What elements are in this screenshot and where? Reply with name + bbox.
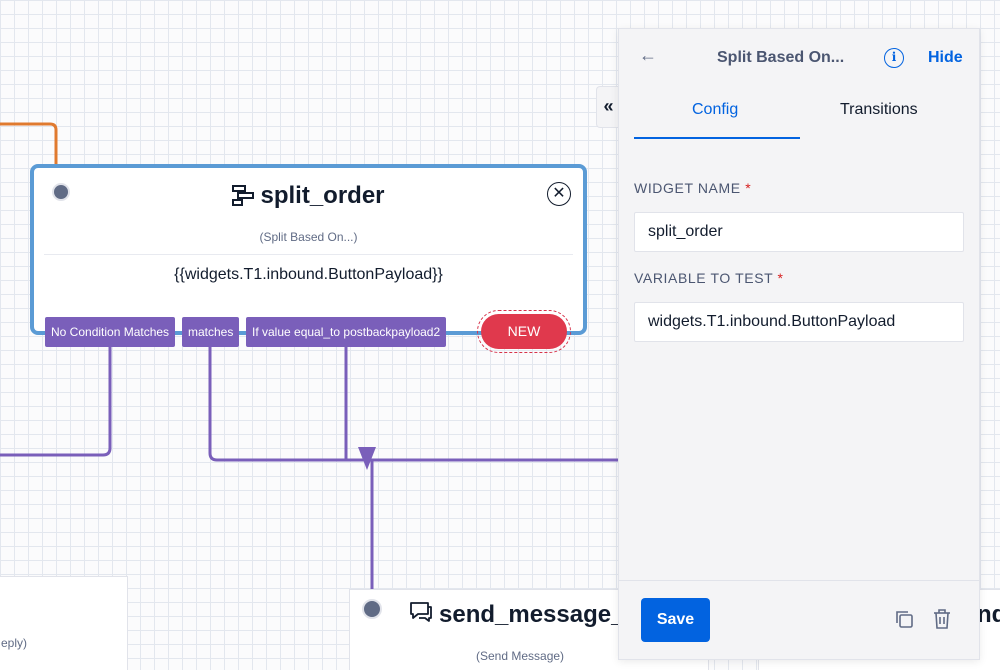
split-icon (232, 184, 255, 213)
send-message-name: send_message_ (439, 601, 625, 628)
info-icon[interactable]: i (884, 48, 904, 68)
new-transition-outline: NEW (477, 310, 571, 353)
widget-config-panel: ← Split Based On... i Hide Config Transi… (618, 28, 980, 660)
collapse-panel-icon[interactable]: « (596, 86, 620, 128)
variable-to-test-label: VARIABLE TO TEST * (634, 270, 784, 286)
widget-subtype: (Split Based On...) (259, 230, 358, 244)
close-icon[interactable]: ✕ (547, 182, 571, 206)
variable-to-test-input[interactable] (634, 302, 964, 342)
active-tab-indicator (634, 137, 800, 139)
widget-connector-dot[interactable] (52, 183, 70, 201)
new-transition-button[interactable]: NEW (481, 314, 567, 349)
save-button[interactable]: Save (641, 598, 710, 642)
send-message-subtype: (Send Message) (476, 649, 565, 663)
required-mark: * (745, 180, 752, 196)
tab-transitions[interactable]: Transitions (840, 101, 918, 118)
hide-panel-button[interactable]: Hide (928, 49, 963, 66)
wire-arrowhead (358, 447, 376, 470)
widget-name: split_order (260, 182, 385, 209)
send-message-title: send_message_ (409, 601, 624, 630)
transition-no-condition-matches[interactable]: No Condition Matches (45, 317, 176, 347)
incoming-wire (0, 122, 58, 166)
panel-title: Split Based On... (717, 49, 845, 66)
widget-expression: {{widgets.T1.inbound.ButtonPayload}} (174, 266, 443, 283)
transition-matches[interactable]: matches (182, 317, 240, 347)
tab-config[interactable]: Config (692, 101, 739, 118)
wire-no-condition (0, 346, 112, 457)
wire-matches (208, 346, 620, 462)
send-widget-title-right: nd_ (977, 601, 1000, 628)
reply-widget-subtype: eply) (1, 636, 28, 650)
widget-name-input[interactable] (634, 212, 964, 252)
reply-widget-card[interactable]: eply) (0, 576, 128, 670)
trash-icon[interactable] (932, 608, 952, 635)
widget-title: split_order (34, 182, 583, 213)
widget-name-label: WIDGET NAME * (634, 180, 751, 196)
variable-to-test-label-text: VARIABLE TO TEST (634, 270, 774, 286)
send-message-connector-dot[interactable] (362, 599, 382, 619)
panel-footer: Save (619, 580, 979, 659)
required-mark: * (777, 270, 784, 286)
duplicate-icon[interactable] (894, 609, 914, 634)
message-bubble-icon (409, 601, 433, 630)
widget-divider (44, 254, 573, 255)
back-arrow-icon[interactable]: ← (639, 45, 657, 65)
widget-name-label-text: WIDGET NAME (634, 180, 741, 196)
transition-if-value-equal[interactable]: If value equal_to postbackpayload2 (246, 317, 447, 347)
